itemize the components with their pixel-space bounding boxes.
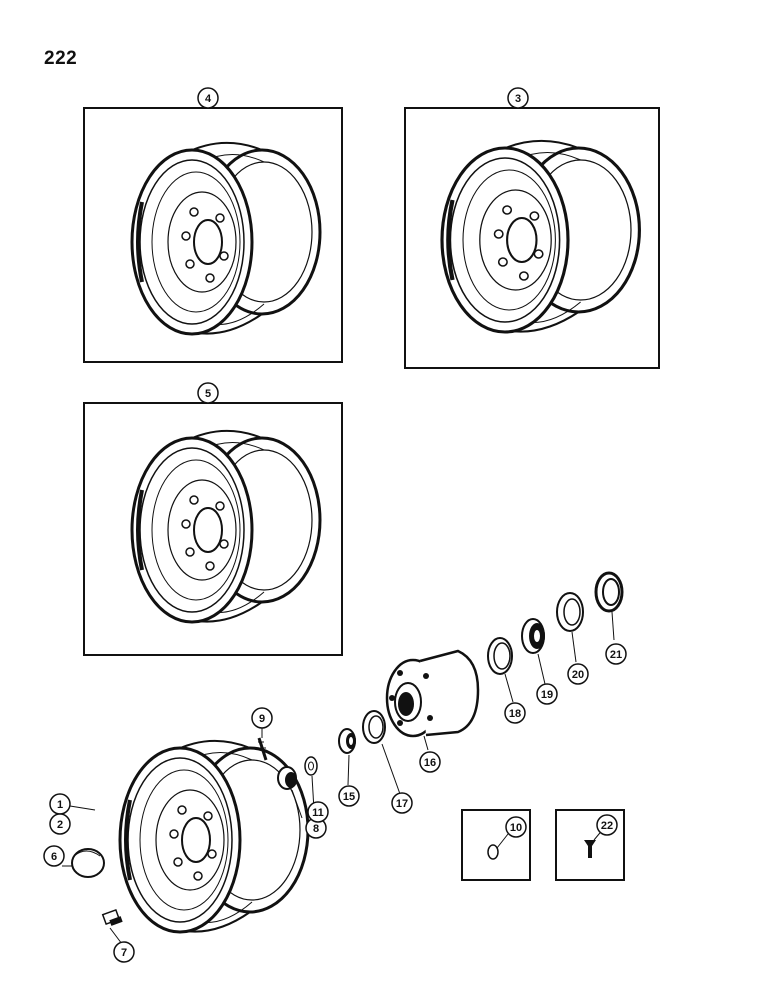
callout-19: 19 <box>541 689 553 701</box>
callout-3: 3 <box>515 93 521 105</box>
callout-1: 1 <box>57 799 63 811</box>
wheel-3-drawing <box>442 141 639 332</box>
wheel-4-drawing <box>130 140 322 336</box>
inset-22-panel <box>555 809 625 881</box>
callout-9: 9 <box>259 713 265 725</box>
callout-17: 17 <box>396 798 408 810</box>
callout-15: 15 <box>343 791 355 803</box>
callout-2: 2 <box>57 819 63 831</box>
callout-5: 5 <box>205 388 211 400</box>
wheel-5-panel <box>83 402 343 656</box>
inset-10-panel <box>461 809 531 881</box>
bearing-15 <box>338 728 356 754</box>
callout-7: 7 <box>121 947 127 959</box>
bolt-7 <box>101 908 123 926</box>
callout-circles <box>43 87 627 963</box>
callout-8: 8 <box>313 823 319 835</box>
seal-20 <box>556 592 584 632</box>
callout-6: 6 <box>51 851 57 863</box>
callout-20: 20 <box>572 669 584 681</box>
page-number: 222 <box>44 48 78 69</box>
washer-11 <box>304 756 318 776</box>
wheel-1-drawing <box>118 738 310 934</box>
hub-cap-6 <box>71 848 105 878</box>
callout-11: 11 <box>312 807 324 819</box>
callout-18: 18 <box>509 708 521 720</box>
bearing-cup-17 <box>362 710 386 744</box>
hub-16 <box>385 649 480 738</box>
bearing-cup-18 <box>487 637 513 675</box>
wheel-4-panel <box>83 107 343 363</box>
wheel-5-drawing <box>130 428 322 624</box>
bearing-19 <box>521 618 545 654</box>
callout-22: 22 <box>601 820 613 832</box>
callout-16: 16 <box>424 757 436 769</box>
wheel-3-panel <box>404 107 660 369</box>
callout-10: 10 <box>510 822 522 834</box>
callout-21: 21 <box>610 649 622 661</box>
stud-9 <box>257 737 268 761</box>
callout-4: 4 <box>205 93 212 105</box>
seal-21 <box>594 571 624 613</box>
nut-8 <box>277 766 297 790</box>
